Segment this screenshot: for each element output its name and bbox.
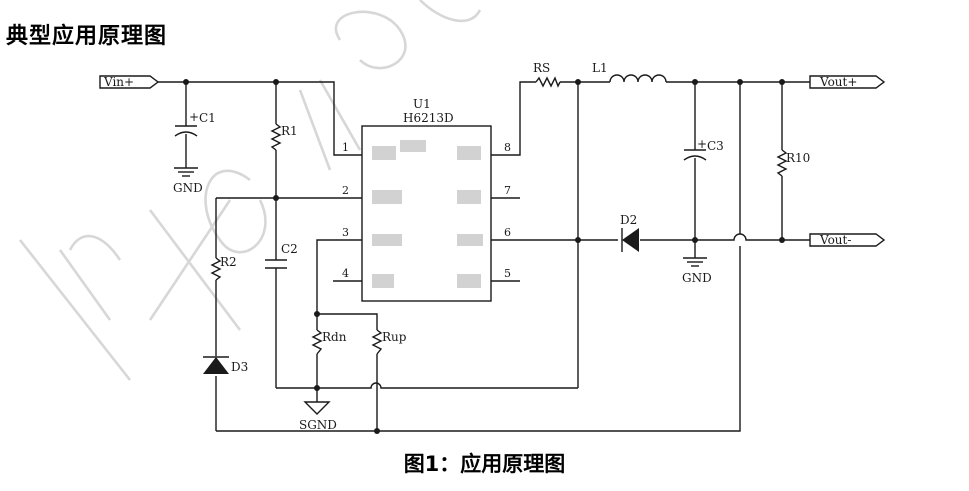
page-heading: 典型应用原理图 bbox=[6, 24, 168, 49]
ground-sgnd: SGND bbox=[299, 401, 337, 432]
r10-label: R10 bbox=[786, 151, 810, 165]
chip-u1: U1 H6213D 1 2 3 4 5 6 7 8 bbox=[342, 97, 511, 302]
pin-7: 7 bbox=[504, 184, 511, 197]
rup-label: Rup bbox=[382, 330, 407, 344]
junctions bbox=[183, 79, 785, 434]
d2-label: D2 bbox=[620, 213, 637, 227]
resistor-r1: R1 bbox=[270, 123, 298, 151]
port-vout-plus: Vout+ bbox=[809, 75, 886, 89]
diode-d3: D3 bbox=[203, 356, 248, 374]
pin-blur bbox=[372, 140, 483, 288]
pin-5: 5 bbox=[504, 267, 511, 280]
resistor-rs: RS bbox=[533, 61, 561, 88]
pin-6: 6 bbox=[504, 226, 511, 239]
port-vout-minus: Vout- bbox=[809, 233, 886, 247]
inductor-l1: L1 bbox=[592, 61, 667, 83]
watermark bbox=[18, 0, 482, 381]
d3-label: D3 bbox=[231, 360, 248, 374]
resistor-rup: Rup bbox=[371, 329, 407, 355]
c1-polarity: + bbox=[189, 110, 199, 124]
ground-left: GND bbox=[173, 167, 203, 195]
rdn-label: Rdn bbox=[322, 330, 347, 344]
gnd-right-label: GND bbox=[682, 271, 712, 285]
r2-label: R2 bbox=[220, 255, 237, 269]
pin-1: 1 bbox=[342, 141, 349, 154]
wires bbox=[158, 81, 810, 432]
c3-polarity: + bbox=[697, 137, 707, 151]
port-vin-plus: Vin+ bbox=[99, 75, 160, 89]
figure-caption: 图1：应用原理图 bbox=[403, 452, 566, 476]
c3-label: C3 bbox=[707, 139, 724, 153]
capacitor-c3: + C3 bbox=[683, 137, 724, 161]
capacitor-c1: + C1 bbox=[174, 110, 216, 137]
r1-label: R1 bbox=[281, 124, 298, 138]
ground-right: GND bbox=[682, 257, 712, 285]
resistor-r10: R10 bbox=[776, 149, 810, 177]
pin-4: 4 bbox=[342, 267, 349, 280]
rs-label: RS bbox=[533, 61, 550, 75]
pin-3: 3 bbox=[342, 226, 349, 239]
resistor-r2: R2 bbox=[210, 255, 237, 281]
sgnd-label: SGND bbox=[299, 418, 337, 432]
capacitor-c2: C2 bbox=[265, 242, 298, 269]
port-vout-minus-label: Vout- bbox=[819, 233, 851, 247]
pin-2: 2 bbox=[342, 184, 349, 197]
gnd-left-label: GND bbox=[173, 181, 203, 195]
diode-d2: D2 bbox=[620, 213, 639, 252]
port-vout-plus-label: Vout+ bbox=[819, 75, 857, 89]
port-vin-plus-label: Vin+ bbox=[103, 75, 134, 89]
l1-label: L1 bbox=[592, 61, 608, 75]
pin-8: 8 bbox=[504, 141, 511, 154]
c2-label: C2 bbox=[281, 242, 298, 256]
chip-part: H6213D bbox=[403, 111, 454, 125]
chip-ref: U1 bbox=[413, 97, 431, 111]
resistor-rdn: Rdn bbox=[311, 329, 347, 355]
c1-label: C1 bbox=[199, 111, 216, 125]
